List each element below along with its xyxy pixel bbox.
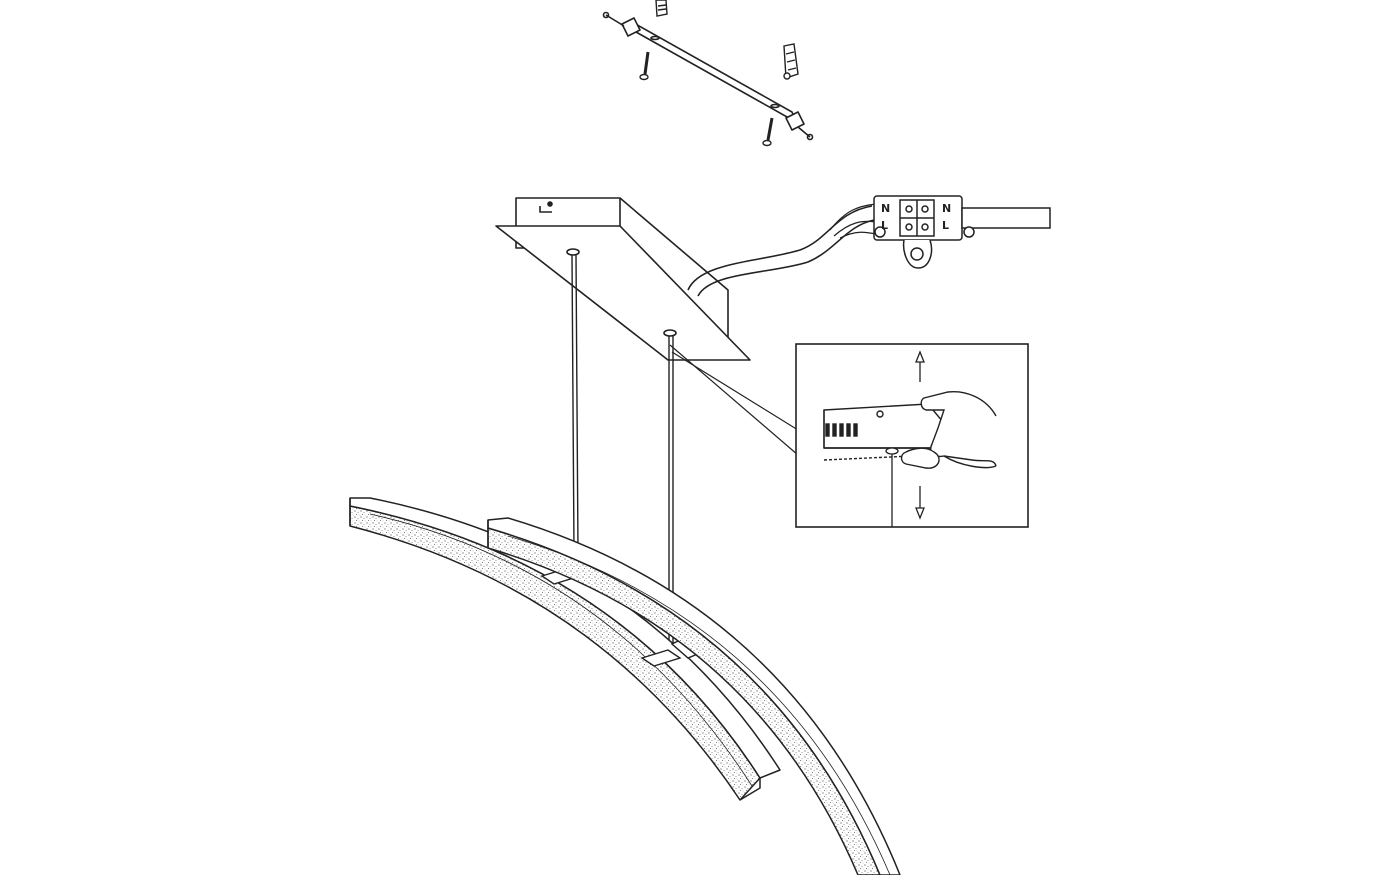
screw-icon bbox=[639, 51, 650, 81]
hand-icon bbox=[900, 391, 997, 469]
wall-plug-icon bbox=[783, 43, 799, 80]
screw-icon bbox=[762, 117, 774, 147]
detail-inset bbox=[669, 343, 1029, 528]
terminal-left-n-label: N bbox=[881, 202, 890, 215]
canopy-icon bbox=[495, 197, 751, 361]
pull-tab-detail bbox=[885, 447, 899, 527]
arrow-up-icon bbox=[915, 350, 925, 382]
led-bar-icon bbox=[487, 517, 901, 875]
terminal-left-l-label: L bbox=[881, 219, 888, 232]
canopy-detail bbox=[823, 403, 949, 461]
arrow-down-icon bbox=[915, 486, 925, 520]
terminal-right-n-label: N bbox=[942, 202, 951, 215]
terminal-right-l-label: L bbox=[942, 219, 949, 232]
mounting-bracket-icon bbox=[602, 11, 814, 141]
power-cable bbox=[687, 203, 877, 297]
wall-plug-icon bbox=[655, 0, 668, 17]
terminal-block-icon bbox=[873, 195, 1051, 269]
